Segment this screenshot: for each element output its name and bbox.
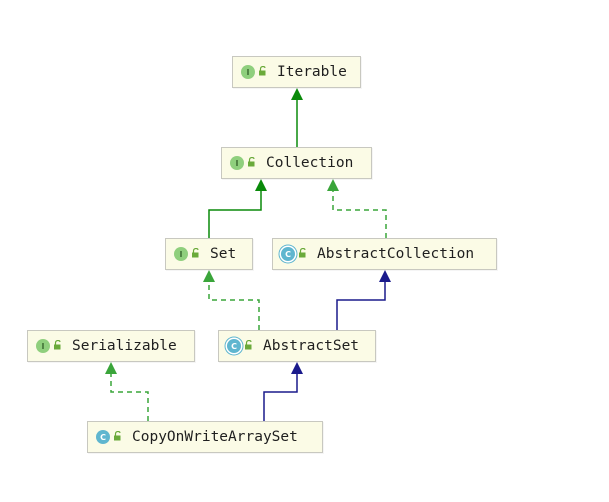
arrowhead-set-to-collection bbox=[255, 179, 267, 191]
arrowhead-copy_on_write_array_set-to-serializable bbox=[105, 362, 117, 374]
edge-copy_on_write_array_set-to-abstract_set bbox=[263, 374, 298, 421]
node-iterable[interactable]: I Iterable bbox=[232, 56, 361, 88]
edge-abstract_collection-to-collection bbox=[332, 191, 387, 238]
lock-open-icon bbox=[53, 338, 63, 354]
abstract-class-icon: C bbox=[281, 247, 295, 261]
node-label: Serializable bbox=[72, 338, 177, 354]
edge-set-to-collection bbox=[208, 191, 262, 238]
arrowhead-collection-to-iterable bbox=[291, 88, 303, 100]
node-abstract-collection[interactable]: C AbstractCollection bbox=[272, 238, 497, 270]
node-label: Collection bbox=[266, 155, 354, 171]
node-label: CopyOnWriteArraySet bbox=[132, 429, 298, 445]
interface-icon: I bbox=[230, 156, 244, 170]
arrowhead-abstract_set-to-abstract_collection bbox=[379, 270, 391, 282]
node-label: AbstractCollection bbox=[317, 246, 475, 262]
arrowhead-abstract_collection-to-collection bbox=[327, 179, 339, 191]
node-collection[interactable]: I Collection bbox=[221, 147, 372, 179]
abstract-class-icon: C bbox=[227, 339, 241, 353]
lock-open-icon bbox=[113, 429, 123, 445]
edge-copy_on_write_array_set-to-serializable bbox=[110, 374, 149, 421]
edge-abstract_set-to-abstract_collection bbox=[336, 282, 386, 330]
node-set[interactable]: I Set bbox=[165, 238, 253, 270]
node-copy-on-write-array-set[interactable]: C CopyOnWriteArraySet bbox=[87, 421, 323, 453]
edge-abstract_set-to-set bbox=[208, 282, 260, 330]
arrowhead-abstract_set-to-set bbox=[203, 270, 215, 282]
node-label: Iterable bbox=[277, 64, 347, 80]
node-label: Set bbox=[210, 246, 237, 262]
class-icon: C bbox=[96, 430, 110, 444]
interface-icon: I bbox=[241, 65, 255, 79]
node-abstract-set[interactable]: C AbstractSet bbox=[218, 330, 376, 362]
lock-open-icon bbox=[298, 246, 308, 262]
node-label: AbstractSet bbox=[263, 338, 360, 354]
lock-open-icon bbox=[247, 155, 257, 171]
lock-open-icon bbox=[191, 246, 201, 262]
interface-icon: I bbox=[174, 247, 188, 261]
lock-open-icon bbox=[258, 64, 268, 80]
arrowhead-copy_on_write_array_set-to-abstract_set bbox=[291, 362, 303, 374]
node-serializable[interactable]: I Serializable bbox=[27, 330, 195, 362]
interface-icon: I bbox=[36, 339, 50, 353]
lock-open-icon bbox=[244, 338, 254, 354]
